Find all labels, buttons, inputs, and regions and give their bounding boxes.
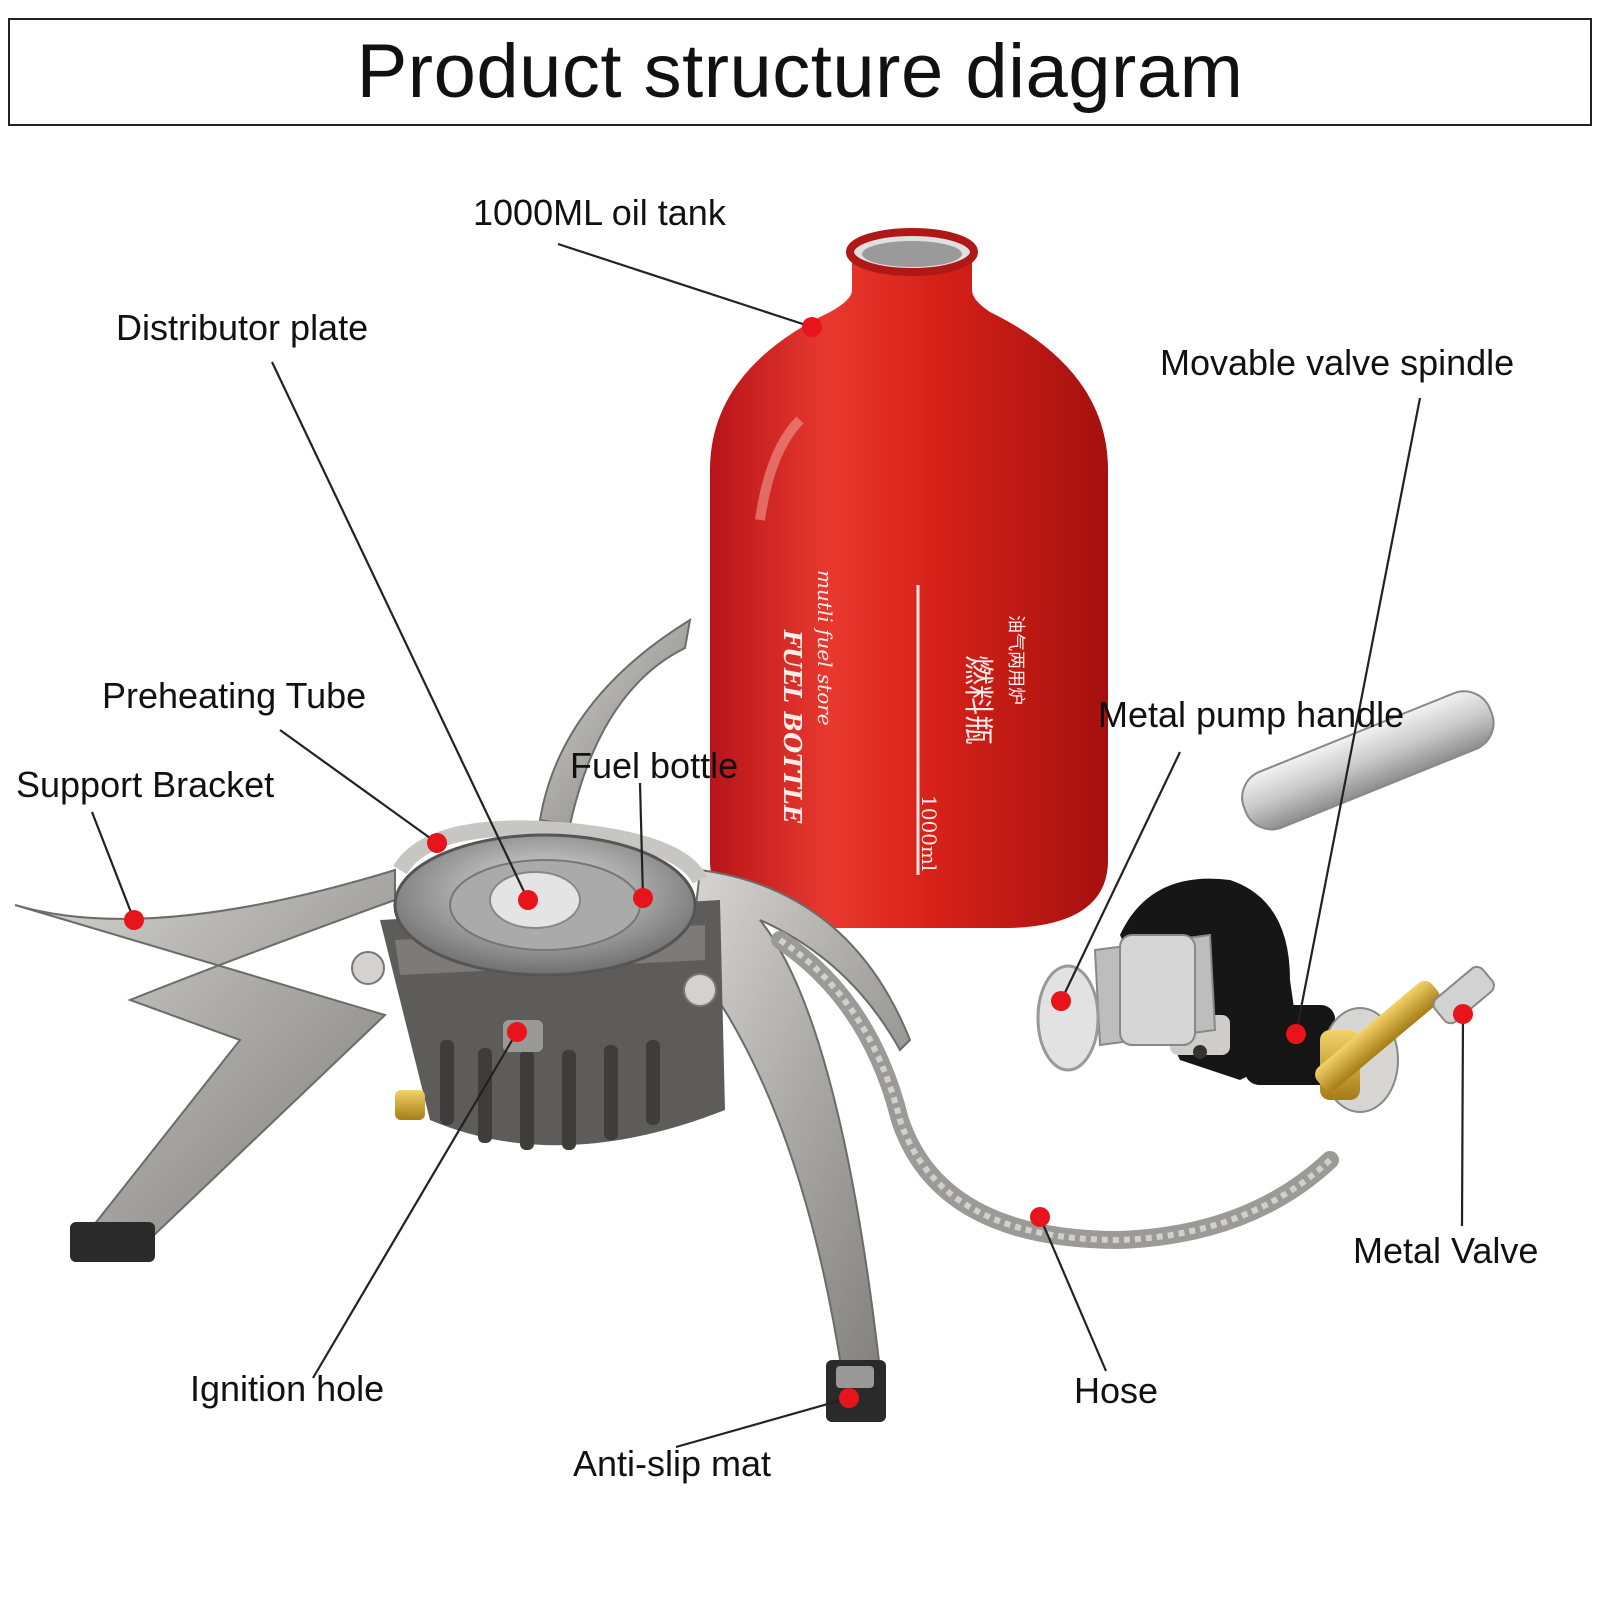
leader-movable-valve-spindle: [1294, 397, 1422, 1035]
bottle-brand-line-2: FUEL BOTTLE: [778, 629, 807, 824]
bottle-volume-mark: 1000ml: [917, 795, 941, 871]
label-movable-valve-spindle: Movable valve spindle: [1160, 342, 1515, 383]
leader-oil-tank: [557, 242, 813, 329]
title-box: Product structure diagram: [8, 18, 1592, 126]
label-fuel-bottle: Fuel bottle: [570, 745, 739, 786]
fuel-bottle-graphic: mutli fuel store FUEL BOTTLE 油气两用炉 燃料瓶 1…: [710, 228, 1108, 928]
marker-movable-valve-spindle: [1286, 1024, 1306, 1044]
marker-metal-valve: [1453, 1004, 1473, 1024]
marker-metal-pump-handle: [1051, 991, 1071, 1011]
hose-braid: [778, 937, 1333, 1244]
label-oil-tank: 1000ML oil tank: [473, 192, 726, 233]
label-distributor-plate: Distributor plate: [116, 307, 369, 348]
label-metal-valve: Metal Valve: [1353, 1230, 1539, 1271]
bottle-brand-line-1: mutli fuel store: [813, 570, 837, 726]
label-metal-pump-handle: Metal pump handle: [1098, 694, 1405, 735]
marker-oil-tank: [802, 317, 822, 337]
marker-fuel-bottle: [633, 888, 653, 908]
leader-anti-slip-mat: [675, 1396, 850, 1449]
marker-anti-slip-mat: [839, 1388, 859, 1408]
leader-hose: [1038, 1216, 1108, 1372]
label-support-bracket: Support Bracket: [16, 764, 275, 805]
leader-fuel-bottle: [638, 782, 645, 899]
leader-preheating-tube: [279, 729, 438, 844]
bottle-cn-line-2: 燃料瓶: [960, 655, 995, 745]
leader-support-bracket: [90, 811, 136, 921]
page-title: Product structure diagram: [356, 29, 1244, 114]
marker-distributor-plate: [518, 890, 538, 910]
leader-metal-pump-handle: [1060, 751, 1181, 1002]
label-ignition-hole: Ignition hole: [190, 1368, 385, 1409]
marker-hose: [1030, 1207, 1050, 1227]
leader-distributor-plate: [271, 361, 529, 901]
leader-lines: [90, 242, 1465, 1449]
label-preheating-tube: Preheating Tube: [102, 675, 367, 716]
pump-graphic: [1036, 690, 1495, 1113]
stove-graphic: [14, 617, 912, 1422]
marker-support-bracket: [124, 910, 144, 930]
label-anti-slip-mat: Anti-slip mat: [573, 1443, 772, 1484]
label-hose: Hose: [1074, 1370, 1159, 1411]
callout-markers: [124, 317, 1473, 1408]
bottle-cn-line-1: 油气两用炉: [1005, 615, 1026, 705]
marker-ignition-hole: [507, 1022, 527, 1042]
leader-ignition-hole: [312, 1031, 518, 1379]
leader-metal-valve: [1460, 1013, 1465, 1227]
marker-preheating-tube: [427, 833, 447, 853]
